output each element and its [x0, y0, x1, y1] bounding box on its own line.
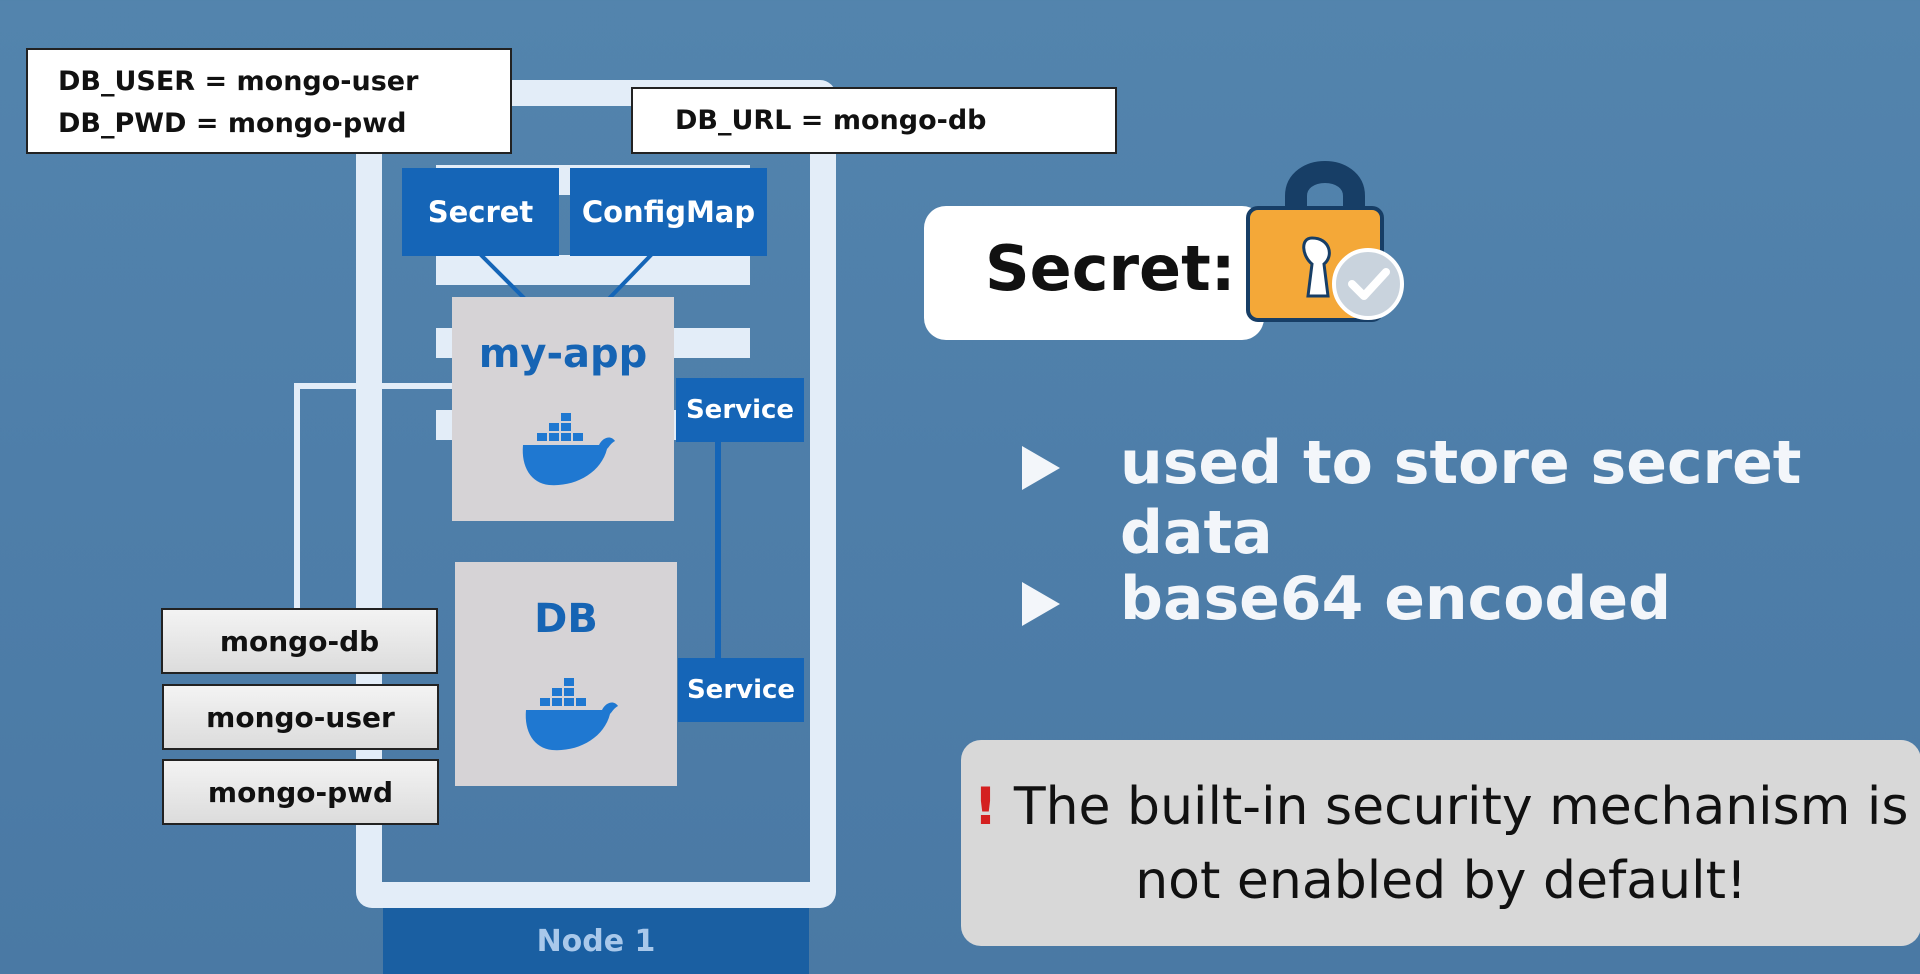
- configmap-env-box: DB_URL = mongo-db: [631, 87, 1117, 154]
- value-box-mongo-pwd: mongo-pwd: [162, 759, 439, 825]
- docker-whale-icon: [525, 678, 618, 751]
- warning-line-2: not enabled by default!: [1135, 851, 1747, 911]
- node-label-bar: [383, 908, 809, 974]
- node-stripe: [436, 255, 750, 285]
- secret-env-user: DB_USER = mongo-user: [58, 66, 419, 97]
- title-card: [924, 206, 1264, 340]
- secret-component[interactable]: Secret: [402, 168, 559, 256]
- db-pod[interactable]: DB: [455, 562, 677, 786]
- node-label: Node 1: [536, 924, 656, 959]
- secret-env-box: DB_USER = mongo-user DB_PWD = mongo-pwd: [26, 48, 512, 154]
- db-label: DB: [534, 596, 598, 642]
- warning-mark: !: [973, 777, 998, 837]
- slide-title: Secret:: [985, 232, 1236, 305]
- value-box-mongo-user: mongo-user: [162, 684, 439, 750]
- service-component-app[interactable]: Service: [676, 378, 804, 442]
- secret-env-pwd: DB_PWD = mongo-pwd: [58, 108, 407, 139]
- docker-whale-icon: [522, 413, 615, 486]
- lock-icon: [1246, 161, 1404, 322]
- warning-line-1: The built-in security mechanism is: [1013, 777, 1909, 837]
- value-box-mongo-db: mongo-db: [161, 608, 438, 674]
- warning-card: [961, 740, 1920, 946]
- bullet-arrow-icon: [1022, 582, 1060, 626]
- warning-text: ! The built-in security mechanism is not…: [961, 770, 1920, 918]
- configmap-component[interactable]: ConfigMap: [570, 168, 767, 256]
- my-app-pod[interactable]: my-app: [452, 297, 674, 521]
- bullet-2: base64 encoded: [1120, 564, 1672, 634]
- configmap-env-url: DB_URL = mongo-db: [675, 105, 987, 136]
- bullet-arrow-icon: [1022, 446, 1060, 490]
- service-component-db[interactable]: Service: [678, 658, 804, 722]
- check-badge-icon: [1332, 248, 1404, 320]
- my-app-label: my-app: [478, 331, 648, 377]
- bullet-1: used to store secret data: [1120, 428, 1802, 568]
